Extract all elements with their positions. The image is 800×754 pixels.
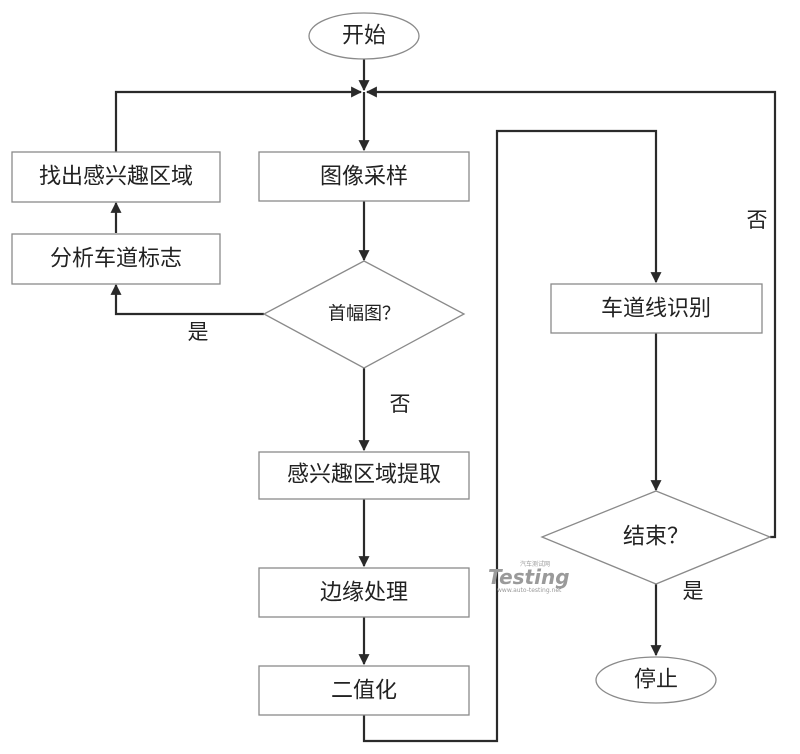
- node-first-frame-label: 首幅图？: [328, 304, 400, 325]
- node-edge-processing: 边缘处理: [258, 567, 470, 618]
- edge-label-first-yes: 是: [188, 320, 209, 344]
- node-binarization-label: 二值化: [331, 679, 397, 704]
- node-stop-label: 停止: [634, 668, 678, 693]
- node-start: 开始: [308, 12, 420, 60]
- node-edge-processing-label: 边缘处理: [320, 581, 408, 606]
- node-first-frame-decision: 首幅图？: [262, 260, 466, 369]
- node-roi-extraction-label: 感兴趣区域提取: [287, 463, 441, 488]
- edge-label-end-yes: 是: [683, 579, 704, 603]
- edge-find-roi-to-merge: [114, 86, 363, 152]
- edge-end-no-to-merge: [365, 86, 777, 539]
- node-roi-extraction: 感兴趣区域提取: [258, 451, 470, 500]
- node-end-decision-label: 结束？: [623, 525, 689, 550]
- watermark-cn: 汽车测试网: [520, 560, 550, 568]
- node-stop: 停止: [595, 656, 717, 704]
- watermark-logo: 汽车测试网 Testing www.auto-testing.net: [488, 560, 570, 594]
- node-start-label: 开始: [342, 24, 386, 49]
- watermark-brand: Testing: [488, 565, 570, 589]
- edge-label-end-no: 否: [747, 208, 768, 232]
- node-image-sampling: 图像采样: [258, 151, 470, 202]
- node-lane-recognition-label: 车道线识别: [601, 297, 711, 322]
- node-image-sampling-label: 图像采样: [320, 165, 408, 190]
- node-analyze-lane-markings: 分析车道标志: [11, 233, 221, 285]
- edge-binarization-to-lane-recognition: [362, 129, 662, 743]
- edge-label-first-no: 否: [390, 392, 411, 416]
- watermark-url: www.auto-testing.net: [497, 587, 562, 594]
- node-find-roi-label: 找出感兴趣区域: [39, 165, 193, 190]
- node-analyze-label: 分析车道标志: [50, 247, 182, 272]
- node-find-roi: 找出感兴趣区域: [11, 151, 221, 203]
- node-binarization: 二值化: [258, 665, 470, 716]
- node-end-decision: 结束？: [540, 490, 772, 585]
- edge-first-yes-to-analyze: [110, 283, 264, 316]
- node-lane-recognition: 车道线识别: [550, 283, 763, 334]
